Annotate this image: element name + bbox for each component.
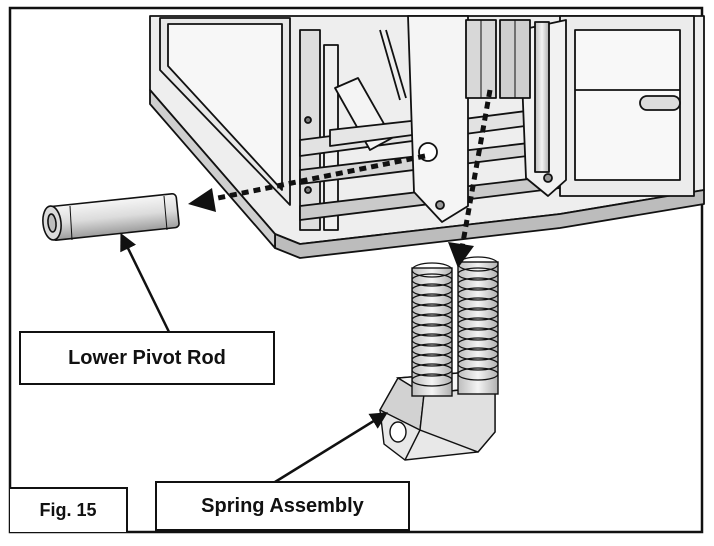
pivot-rod-part xyxy=(42,192,180,242)
rod-removal-arrowhead xyxy=(188,188,216,212)
spring-removal-arrow xyxy=(459,89,493,249)
motion-arrows xyxy=(207,89,493,249)
machine-frame xyxy=(149,15,705,259)
spring-assembly-leader xyxy=(274,412,388,484)
spring-assembly-part xyxy=(379,256,499,461)
spring-removal-arrowhead xyxy=(448,242,474,268)
pivot-rod-leader xyxy=(120,232,172,335)
rod-removal-arrow xyxy=(207,153,426,203)
figure-number-label: Fig. 15 xyxy=(10,487,128,532)
spring-assembly-label: Spring Assembly xyxy=(155,481,410,531)
figure-frame xyxy=(8,6,704,534)
pivot-rod-label: Lower Pivot Rod xyxy=(19,331,275,385)
